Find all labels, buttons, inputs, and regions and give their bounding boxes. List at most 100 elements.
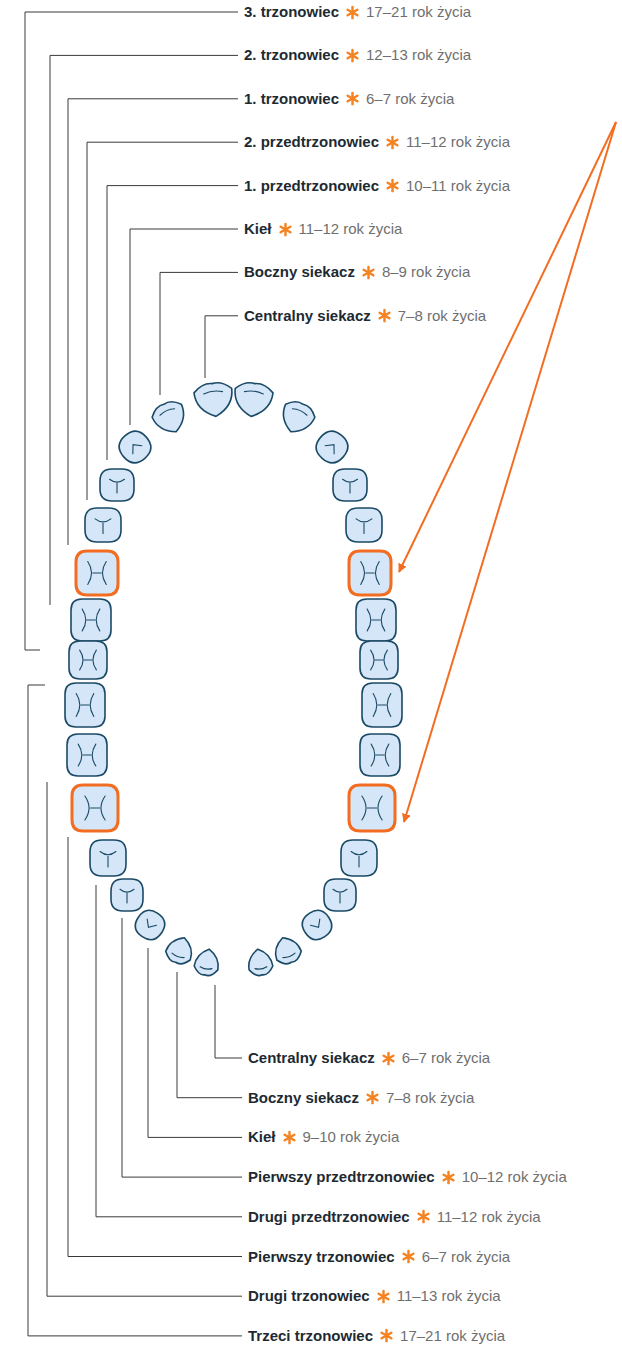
asterisk-icon [381,1051,396,1066]
tooth [149,397,191,438]
tooth-groove [76,694,94,717]
asterisk-spoke [364,270,374,276]
asterisk-spoke [388,183,398,189]
tooth-name: Pierwszy przedtrzonowiec [248,1168,435,1186]
tooth-groove [325,441,338,454]
label-row: 2. przedtrzonowiec11–12 rok życia [244,133,510,151]
asterisk-spoke [348,9,358,15]
tooth-crown [114,426,156,468]
leader-line [215,985,242,1058]
pointer-arrow [404,122,616,822]
label-row: Kieł9–10 rok życia [248,1128,399,1146]
tooth-groove [292,407,307,415]
asterisk-spoke [383,1055,393,1061]
asterisk-spoke [403,1254,413,1260]
tooth-name: 1. trzonowiec [244,90,339,108]
asterisk-spoke [418,1214,428,1220]
tooth-name: Boczny siekacz [248,1089,359,1107]
eruption-age: 7–8 rok życia [386,1089,474,1107]
leader-line [130,229,238,425]
asterisk-icon [379,1328,394,1343]
tooth [341,840,377,876]
asterisk-icon [385,135,400,150]
leader-line [205,316,238,378]
asterisk-spoke [364,270,374,276]
tooth-crown [311,426,353,468]
tooth-name: Centralny siekacz [248,1049,375,1067]
tooth-groove [356,519,372,534]
tooth-groove [255,967,267,970]
asterisk-spoke [348,53,358,59]
label-row: Pierwszy trzonowiec6–7 rok życia [248,1248,510,1266]
tooth-groove [361,562,379,585]
tooth [76,551,118,595]
eruption-age: 8–9 rok życia [382,263,470,281]
tooth [276,397,318,438]
tooth [346,508,382,542]
tooth-crown [72,785,118,831]
tooth [324,879,356,911]
tooth-crown [270,933,303,967]
tooth [360,734,400,776]
asterisk-icon [416,1209,431,1224]
label-row: 1. przedtrzonowiec 10–11 rok życia [244,177,510,195]
label-row: Centralny siekacz 6–7 rok życia [248,1049,490,1067]
asterisk-spoke [443,1174,453,1180]
label-row: Boczny siekacz 7–8 rok życia [248,1089,474,1107]
tooth-name: Drugi trzonowiec [248,1287,370,1305]
tooth-name: Drugi przedtrzonowiec [248,1208,410,1226]
leader-line [87,142,238,500]
asterisk-spoke [368,1095,378,1101]
asterisk-icon [345,48,360,63]
tooth [67,734,107,776]
asterisk-spoke [378,1293,388,1299]
leader-line [50,55,238,605]
eruption-age: 9–10 rok życia [303,1128,400,1146]
asterisk-spoke [348,96,358,102]
tooth [362,683,402,727]
asterisk-spoke [368,1095,378,1101]
asterisk-icon [365,1090,380,1105]
leader-line [177,972,242,1098]
tooth-groove [95,519,111,534]
tooth-crown [246,947,274,977]
pointer-arrows [399,122,616,822]
eruption-age: 6–7 rok życia [422,1248,510,1266]
tooth-groove [371,744,389,766]
tooth [69,641,107,679]
tooth-crown [298,906,337,945]
tooth [111,879,143,911]
tooth-groove [172,953,185,959]
eruption-age: 6–7 rok życia [402,1049,490,1067]
label-row: Trzeci trzonowiec17–21 rok życia [248,1327,505,1345]
tooth-crown [76,551,118,595]
eruption-age: 7–8 rok życia [398,307,486,325]
tooth [246,947,274,977]
tooth-groove [80,650,97,670]
tooth [114,426,156,468]
tooth-crown [349,551,391,595]
tooth-crown [69,641,107,679]
tooth-name: Centralny siekacz [244,307,371,325]
tooth-groove [373,694,391,717]
asterisk-icon [377,308,392,323]
tooth-groove [85,796,105,820]
tooth-name: 1. przedtrzonowiec [244,177,379,195]
eruption-age: 11–12 rok życia [437,1208,541,1226]
label-row: 2. trzonowiec12–13 rok życia [244,46,471,64]
tooth-crown [341,840,377,876]
tooth-groove [283,953,296,959]
tooth-groove [333,889,347,903]
tooth-crown [276,397,318,438]
asterisk-icon [441,1170,456,1185]
leader-lines [25,12,242,1336]
asterisk-icon [376,1289,391,1304]
eruption-age: 10–11 rok życia [406,177,510,195]
tooth-crown [65,683,105,727]
eruption-age: 12–13 rok życia [366,46,471,64]
asterisk-icon [401,1249,416,1264]
tooth-groove [367,609,385,631]
asterisk-spoke [379,313,389,319]
